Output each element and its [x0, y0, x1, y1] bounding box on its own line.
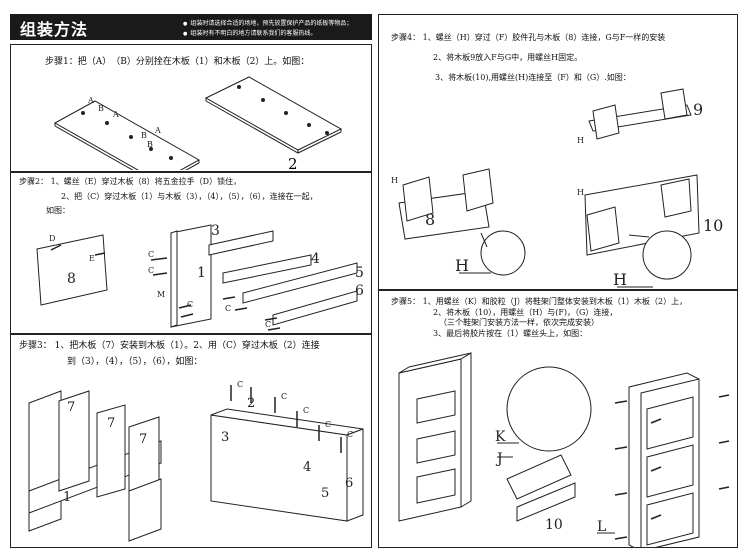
label-l: L [597, 519, 606, 535]
label-m: M [157, 290, 165, 299]
label-j: J [495, 451, 503, 467]
board-3-label: 3 [211, 223, 220, 239]
label-c: C [187, 300, 193, 309]
board-7-label: 7 [107, 416, 115, 431]
step2-panel: 步骤2： 1、螺丝（E）穿过木板（8）将五金拉手（D）锁住， 2、把（C）穿过木… [10, 172, 372, 334]
label-k: K [495, 429, 506, 445]
board-1-label: 1 [63, 490, 71, 505]
board-5-label: 5 [355, 265, 364, 281]
label-d: D [49, 234, 55, 243]
board-10-label: 10 [703, 216, 723, 235]
note-2: 组装时有不明白的地方请联系我们的客服热线。 [183, 28, 316, 37]
step2-line2: 2、把（C）穿过木板（1）与木板（3），（4），（5），（6），连接在一起， [61, 192, 318, 201]
label-c: C [347, 430, 353, 439]
step3-panel: 步骤3： 1、把木板（7）安装到木板（1）。2、用（C）穿过木板（2）连接 到（… [10, 334, 372, 548]
board-2-label: 2 [288, 155, 298, 170]
board-4-label: 4 [311, 251, 320, 267]
step1-illustration: A B A B A B 1 2 [53, 76, 343, 170]
label-c: C [303, 406, 309, 415]
label-h: H [455, 256, 469, 275]
step3-line2: 到（3），（4），（5），（6），如图： [67, 357, 203, 367]
step4-panel: 步骤4： 1、螺丝（H）穿过（F）胶件孔与木板（8）连接，G与F一样的安装 2、… [378, 14, 738, 290]
step2-illustration: D E C C M C C C 8 3 1 4 5 6 [36, 223, 364, 331]
step5-line2: 2、将木板（10），用螺丝（H）与(F)，（G）连接， [433, 308, 618, 317]
label-h-small: H [577, 188, 584, 197]
header-bar: 组装方法 组装时请选择合适的场地，预先放置保护产品的纸板等物品； 组装时有不明白… [10, 14, 372, 40]
board-3-label: 3 [221, 430, 229, 445]
label-a: A [87, 96, 94, 105]
board-7-label: 7 [67, 400, 75, 415]
label-c: C [148, 250, 154, 259]
board-4-label: 4 [303, 460, 311, 475]
board-10-label: 10 [545, 517, 563, 533]
step4-illustration: 8 9 10 H H H H H [391, 88, 723, 289]
label-c: C [148, 266, 154, 275]
label-h-small: H [577, 136, 584, 145]
label-h-small: H [391, 176, 398, 185]
step2-line1: 步骤2： 1、螺丝（E）穿过木板（8）将五金拉手（D）锁住， [19, 177, 242, 186]
board-2-label: 2 [247, 396, 255, 411]
step5-line4: 3、最后将胶片按在（1）螺丝头上，如图： [433, 329, 588, 338]
board-8-label: 8 [67, 271, 76, 287]
label-c: C [281, 392, 287, 401]
step2-line3: 如图： [46, 206, 70, 215]
step3-illustration: C C C C C 7 7 7 1 2 3 4 5 6 [28, 380, 364, 542]
label-b: B [141, 131, 147, 140]
label-a: A [154, 126, 161, 135]
label-c: C [225, 304, 231, 313]
page-title: 组装方法 [20, 20, 89, 39]
label-e: E [89, 254, 95, 263]
label-a: A [112, 110, 119, 119]
board-6-label: 6 [355, 283, 364, 299]
board-8-label: 8 [425, 210, 435, 229]
step5-panel: 步骤5： 1、用螺丝（K）和胶粒（J）将鞋架门整体安装到木板（1）木板（2）上，… [378, 290, 738, 548]
step4-line3: 3、将木板(10),用螺丝(H)连接至（F）和（G）.如图： [435, 73, 631, 82]
step1-panel: 步骤1：把（A） （B）分别拴在木板（1）和木板（2）上。如图： A B A B… [10, 44, 372, 172]
step5-line3: （三个鞋架门安装方法一样，依次完成安装） [439, 318, 599, 327]
step5-line1: 步骤5： 1、用螺丝（K）和胶粒（J）将鞋架门整体安装到木板（1）木板（2）上， [391, 297, 688, 306]
step5-illustration: K J L 10 [398, 352, 730, 547]
label-c: C [237, 380, 243, 389]
label-h: H [613, 270, 627, 289]
board-5-label: 5 [321, 486, 329, 501]
label-c: C [265, 320, 271, 329]
board-7-label: 7 [139, 432, 147, 447]
step3-line1: 步骤3： 1、把木板（7）安装到木板（1）。2、用（C）穿过木板（2）连接 [19, 341, 320, 351]
label-c: C [325, 420, 331, 429]
step4-line1: 步骤4： 1、螺丝（H）穿过（F）胶件孔与木板（8）连接，G与F一样的安装 [391, 33, 666, 42]
board-6-label: 6 [345, 476, 353, 491]
label-b: B [98, 104, 104, 113]
board-1-label: 1 [197, 265, 206, 281]
label-b: B [147, 140, 153, 149]
board-9-label: 9 [693, 100, 703, 119]
step1-text: 步骤1：把（A） （B）分别拴在木板（1）和木板（2）上。如图： [45, 57, 310, 67]
note-1: 组装时请选择合适的场地，预先放置保护产品的纸板等物品； [183, 18, 352, 27]
step4-line2: 2、将木板9放入F与G中，用螺丝H固定。 [433, 53, 583, 62]
